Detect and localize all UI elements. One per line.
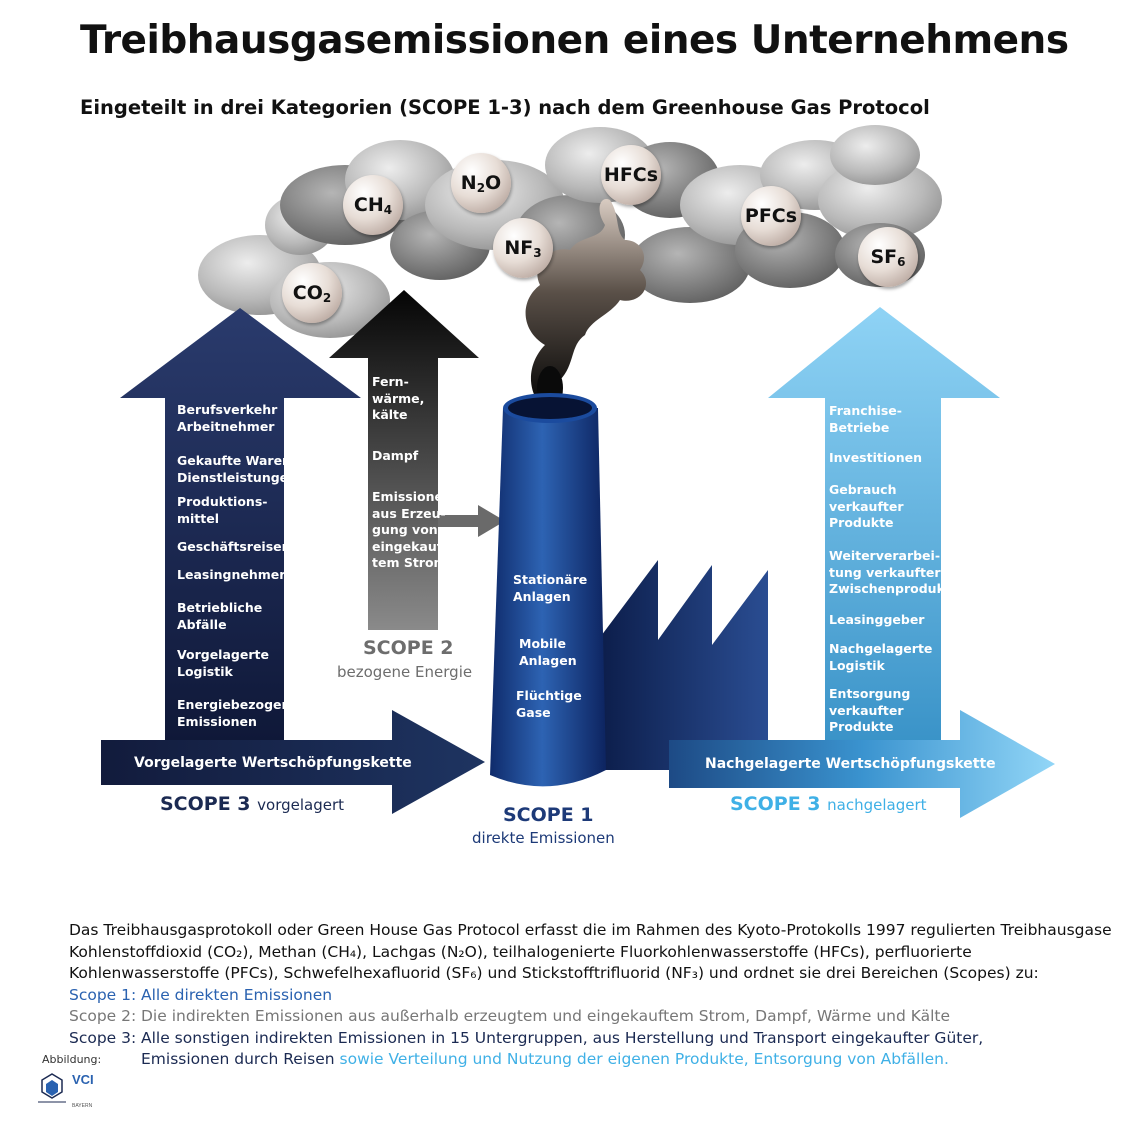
scope3-down-arrow	[768, 307, 1000, 742]
scope3-up-item: Produktions-mittel	[177, 494, 268, 526]
scope3-down-item: Leasinggeber	[829, 612, 925, 627]
gas-nf3-sub: 3	[533, 246, 542, 260]
factory-building	[598, 560, 768, 770]
gas-sf6-label: SF	[870, 246, 898, 268]
scope1-subheading: direkte Emissionen	[472, 829, 615, 847]
scope2-pointer-arrow	[438, 505, 505, 537]
chimney	[490, 393, 606, 787]
scope3-up-item: Geschäftsreisen	[177, 539, 291, 554]
scope3-up-arrow	[120, 308, 361, 742]
scope3-down-item: Franchise-Betriebe	[829, 403, 902, 435]
gas-hfcs-label: HFCs	[603, 164, 659, 186]
vci-logo-text: VCI	[72, 1072, 94, 1087]
gas-pfcs-label: PFCs	[744, 205, 798, 227]
gas-hfcs: HFCs	[601, 145, 661, 205]
upstream-chain-label: Vorgelagerte Wertschöpfungskette	[134, 755, 412, 771]
gas-n2o-rest: O	[485, 172, 502, 194]
gas-sf6-sub: 6	[897, 255, 906, 269]
gas-co2-sub: 2	[322, 291, 332, 305]
gas-nf3-label: NF	[504, 237, 534, 259]
scope1-definition: Scope 1:Alle direkten Emissionen	[69, 985, 333, 1004]
gas-n2o-sub: 2	[476, 181, 486, 195]
description-line: Kohlenwasserstoffe (PFCs), Schwefelhexaf…	[69, 964, 1039, 982]
scope2-item: Fern-wärme,kälte	[372, 374, 425, 422]
scope2-subheading: bezogene Energie	[337, 663, 473, 681]
scope2-heading: SCOPE 2	[363, 637, 454, 659]
scope3-up-heading: SCOPE 3 vorgelagert	[160, 793, 345, 815]
vci-logo-small: BAYERN	[72, 1103, 93, 1109]
description-block: Das Treibhausgasprotokoll oder Green Hou…	[69, 920, 1119, 1071]
scope1-heading: SCOPE 1	[503, 804, 594, 826]
gas-n2o-label: N	[460, 172, 477, 194]
scope3-down-heading: SCOPE 3 nachgelagert	[730, 793, 927, 815]
description-line: Kohlenstoffdioxid (CO₂), Methan (CH₄), L…	[69, 942, 972, 961]
scope3-up-chain-arrow	[101, 710, 485, 814]
page-subtitle: Eingeteilt in drei Kategorien (SCOPE 1-3…	[80, 96, 930, 119]
gas-pfcs: PFCs	[741, 186, 801, 246]
scope3-definition-cont: Emissionen durch Reisen sowie Verteilung…	[141, 1050, 949, 1068]
gas-co2-label: CO	[292, 282, 323, 304]
scope3-down-item: Investitionen	[829, 450, 922, 465]
downstream-chain-label: Nachgelagerte Wertschöpfungskette	[705, 756, 996, 772]
scope3-down-chain-arrow	[669, 710, 1055, 818]
scope3-definition: Scope 3:Alle sonstigen indirekten Emissi…	[69, 1028, 984, 1047]
credit-label: Abbildung:	[42, 1053, 102, 1066]
page-title: Treibhausgasemissionen eines Unternehmen…	[80, 18, 1069, 63]
description-line: Das Treibhausgasprotokoll oder Green Hou…	[69, 921, 1112, 939]
gas-ch4-sub: 4	[383, 203, 393, 217]
scope2-arrow	[329, 290, 479, 630]
scope3-up-item: Leasingnehmer	[177, 567, 286, 582]
scope2-item: Dampf	[372, 448, 419, 463]
gas-ch4-label: CH	[353, 194, 384, 216]
scope2-definition: Scope 2:Die indirekten Emissionen aus au…	[69, 1007, 951, 1025]
vci-logo: VCI BAYERN	[38, 1072, 94, 1109]
